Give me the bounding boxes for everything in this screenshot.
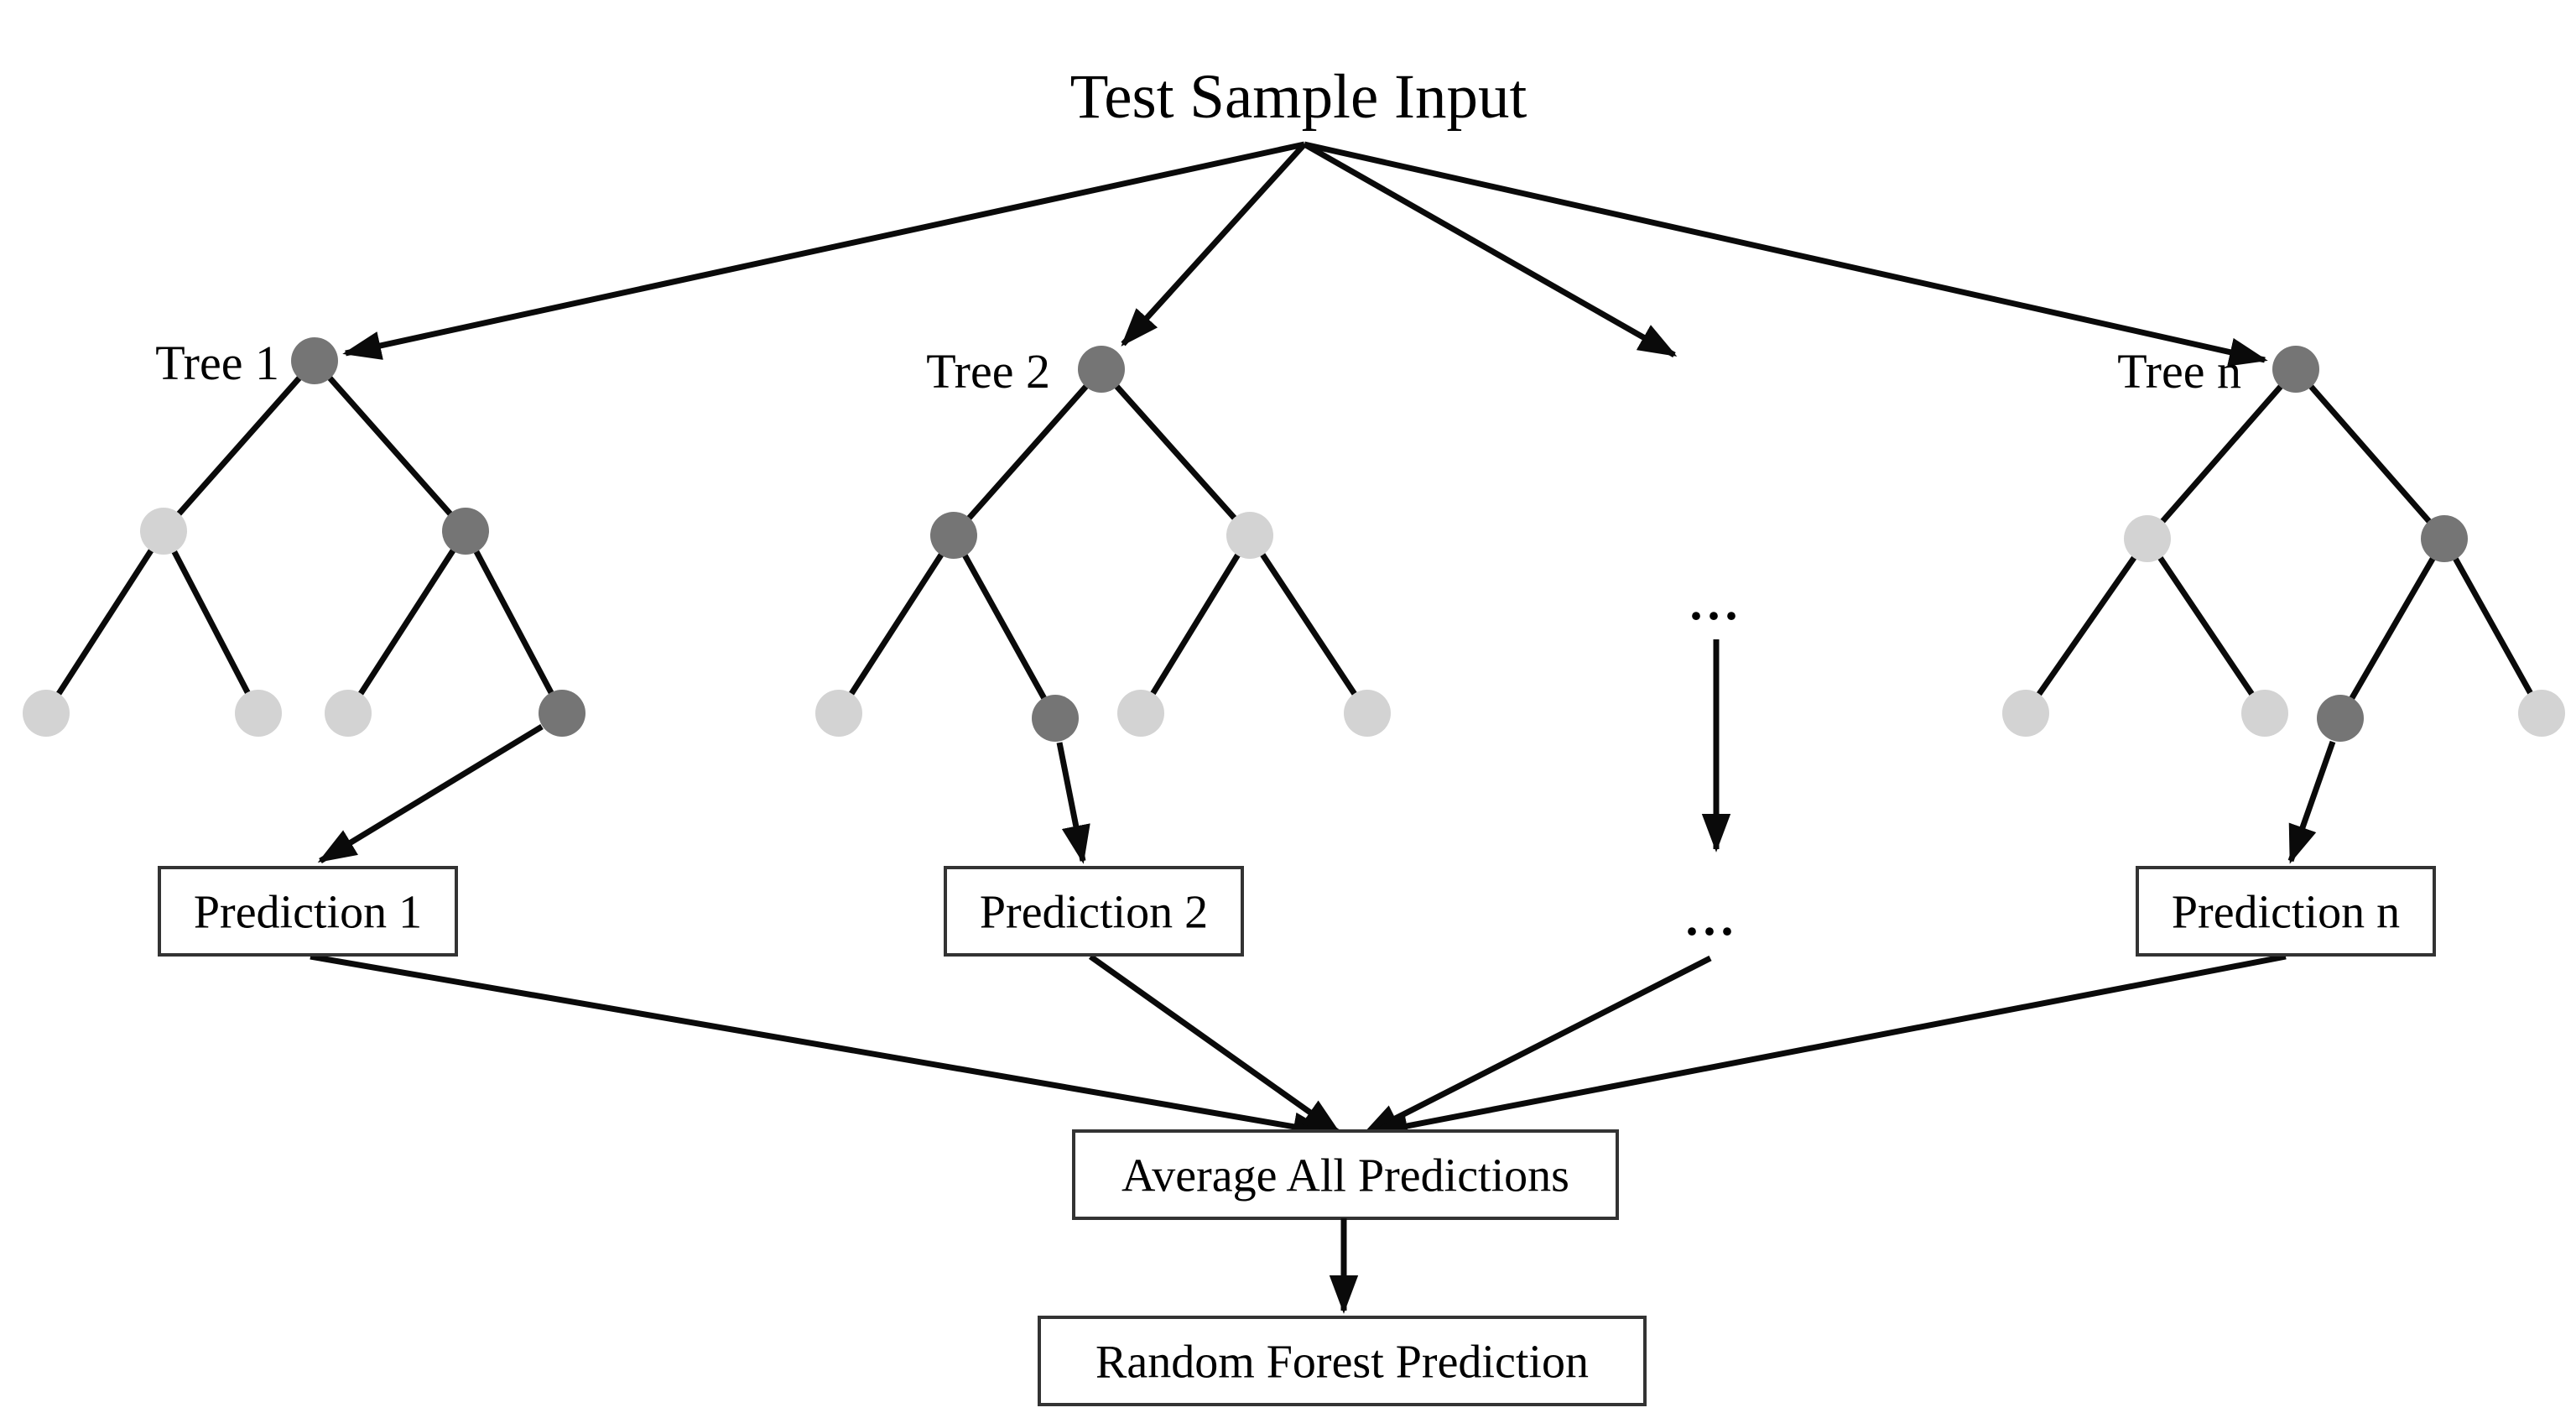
- tree-edge: [2144, 535, 2268, 717]
- tree-node-light: [2002, 690, 2049, 737]
- tree-edge: [950, 532, 1059, 722]
- tree-label: Tree n: [2117, 344, 2241, 399]
- fan-arrow: [342, 141, 1305, 360]
- converge-arrow: [310, 953, 1332, 1141]
- tree-edge: [1137, 532, 1253, 717]
- tree-edge: [1098, 366, 1253, 539]
- ellipsis-to-average-line: [1361, 955, 1712, 1138]
- prediction-2-box: Prediction 2: [944, 866, 1244, 957]
- prediction-2-label: Prediction 2: [980, 887, 1208, 939]
- converge-arrow: [1369, 953, 2287, 1140]
- tree-node-light: [325, 690, 372, 737]
- random-forest-prediction-box: Random Forest Prediction: [1038, 1316, 1647, 1406]
- tree-node-dark: [442, 508, 489, 555]
- decision-tree: Tree 2: [815, 344, 1391, 742]
- converge-arrow: [1088, 954, 1342, 1135]
- tree-edge: [462, 528, 565, 717]
- average-all-predictions-label: Average All Predictions: [1121, 1150, 1569, 1202]
- tree-edge: [835, 532, 957, 717]
- leaf-arrow: [1056, 742, 1090, 864]
- tree-edge: [311, 357, 469, 534]
- prediction-n-box: Prediction n: [2136, 866, 2436, 957]
- decision-trees: Tree 1 Tree 2 Tree n: [23, 336, 2565, 742]
- tree-label: Tree 1: [155, 336, 279, 390]
- tree-node-dark: [1078, 346, 1125, 393]
- tree-node-dark: [2317, 695, 2364, 742]
- tree-node-light: [2518, 690, 2565, 737]
- tree-edge: [2144, 366, 2299, 542]
- tree-node-dark: [291, 337, 338, 384]
- tree-node-dark: [539, 690, 585, 737]
- tree-node-light: [2124, 515, 2171, 562]
- decision-tree: Tree n: [2002, 344, 2565, 742]
- fan-arrow: [1304, 141, 2268, 367]
- tree-node-dark: [2272, 346, 2319, 393]
- tree-node-light: [23, 690, 70, 737]
- tree-edge: [43, 528, 167, 717]
- tree-node-light: [140, 508, 187, 555]
- tree-edge: [2337, 535, 2448, 722]
- ellipsis-top: ...: [1690, 575, 1743, 630]
- diagram-title: Test Sample Input: [1070, 62, 1527, 132]
- tree-edge: [160, 357, 318, 534]
- prediction-1-label: Prediction 1: [194, 887, 422, 939]
- tree-node-dark: [1032, 695, 1079, 742]
- tree-edge: [950, 366, 1105, 539]
- tree-edge: [2022, 535, 2151, 717]
- tree-edge: [2441, 535, 2545, 717]
- tree-node-dark: [930, 512, 977, 559]
- fan-arrows: [342, 141, 2268, 367]
- tree-label: Tree 2: [926, 344, 1050, 399]
- tree-node-light: [1117, 690, 1164, 737]
- decision-tree: Tree 1: [23, 336, 585, 737]
- leaf-arrow: [2287, 740, 2336, 864]
- prediction-1-box: Prediction 1: [158, 866, 458, 957]
- prediction-to-average-arrows: [310, 953, 2287, 1141]
- tree-node-light: [235, 690, 282, 737]
- tree-node-light: [1226, 512, 1273, 559]
- ellipsis-converge-arrow: [1361, 955, 1712, 1138]
- tree-node-light: [1344, 690, 1391, 737]
- tree-edge: [1246, 532, 1371, 717]
- leaf-arrow: [317, 724, 544, 863]
- ellipsis-bottom: ...: [1686, 890, 1739, 946]
- tree-edge: [2292, 366, 2448, 542]
- tree-edge: [345, 528, 469, 717]
- tree-node-light: [815, 690, 862, 737]
- average-all-predictions-box: Average All Predictions: [1072, 1129, 1619, 1220]
- leaf-to-prediction-arrows: [317, 724, 2336, 864]
- tree-node-light: [2241, 690, 2288, 737]
- random-forest-prediction-label: Random Forest Prediction: [1095, 1337, 1589, 1389]
- fan-arrow: [1121, 142, 1307, 347]
- tree-node-dark: [2421, 515, 2468, 562]
- prediction-n-label: Prediction n: [2172, 887, 2400, 939]
- tree-edge: [160, 528, 262, 717]
- fan-arrow: [1303, 141, 1678, 358]
